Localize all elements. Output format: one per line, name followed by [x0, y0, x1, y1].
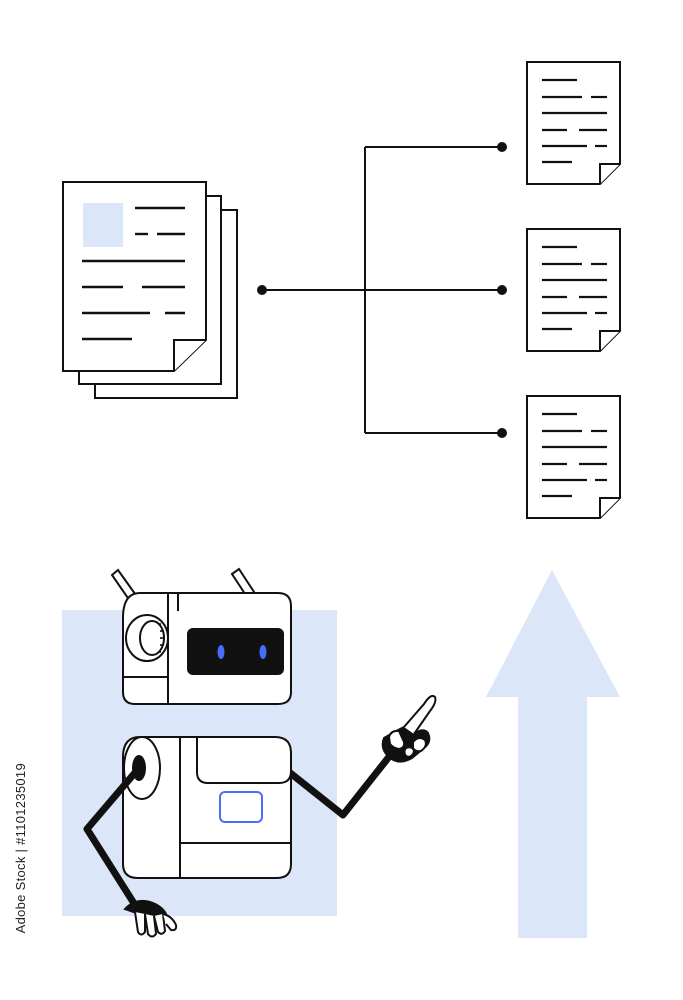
branch-connector	[257, 142, 507, 438]
up-arrow-icon	[486, 570, 620, 938]
hanging-arm	[83, 764, 143, 909]
image-placeholder-icon	[83, 203, 123, 247]
robot-body	[122, 736, 292, 879]
pointing-hand-icon	[381, 694, 437, 763]
stock-id-watermark: Adobe Stock | #1101235019	[13, 763, 28, 934]
pointing-arm	[285, 749, 396, 819]
right-eye-icon	[259, 645, 267, 659]
robot	[62, 567, 437, 938]
output-document	[526, 61, 621, 185]
robot-visor	[187, 628, 284, 675]
left-eye-icon	[217, 645, 225, 659]
hanging-hand-icon	[123, 899, 178, 938]
output-document	[526, 228, 621, 352]
output-document	[526, 395, 621, 519]
chest-panel	[219, 791, 263, 823]
source-document-stack	[62, 181, 238, 399]
robot-head	[122, 592, 292, 705]
